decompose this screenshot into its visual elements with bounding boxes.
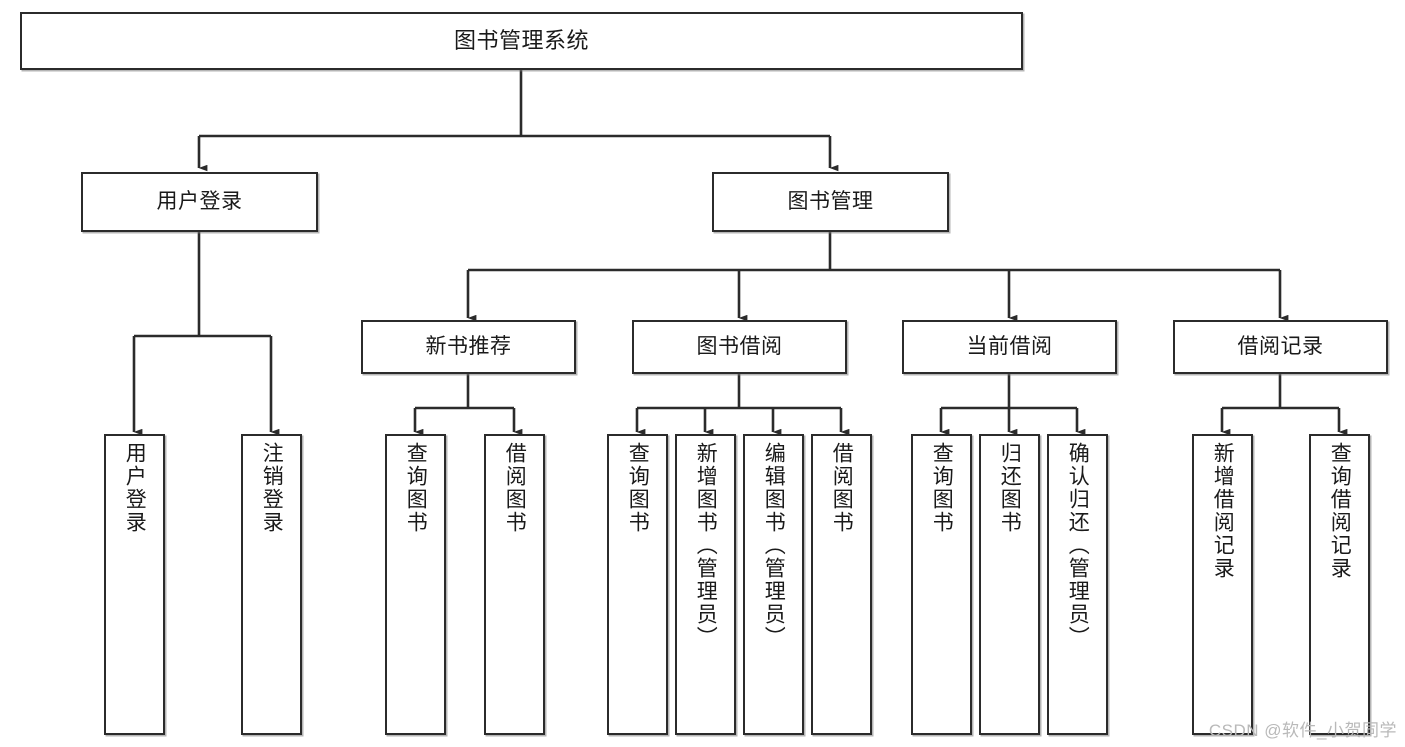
node-user-login[interactable]: 用户登录 [81, 172, 318, 232]
node-leaf-query-book-2[interactable]: 查询图书 [607, 434, 668, 735]
node-label: 编辑图书（管理员） [762, 442, 786, 649]
node-label: 图书借阅 [696, 334, 783, 358]
node-label: 查询图书 [626, 442, 650, 534]
node-book-manage[interactable]: 图书管理 [712, 172, 949, 232]
node-label: 借阅图书 [830, 442, 854, 534]
node-label: 归还图书 [998, 442, 1022, 534]
node-leaf-logout[interactable]: 注销登录 [241, 434, 302, 735]
node-leaf-edit-book[interactable]: 编辑图书（管理员） [743, 434, 804, 735]
node-leaf-query-borrow-record[interactable]: 查询借阅记录 [1309, 434, 1370, 735]
node-label: 查询借阅记录 [1328, 442, 1352, 580]
node-label: 借阅记录 [1237, 334, 1324, 358]
csdn-watermark: CSDN @软件_小贺同学 [1208, 721, 1397, 740]
node-label: 图书管理 [787, 189, 874, 213]
node-label: 查询图书 [930, 442, 954, 534]
node-leaf-add-book[interactable]: 新增图书（管理员） [675, 434, 736, 735]
node-label: 注销登录 [260, 442, 284, 534]
node-label: 新增借阅记录 [1211, 442, 1235, 580]
node-label: 确认归还（管理员） [1066, 442, 1090, 649]
node-label: 图书管理系统 [453, 28, 589, 54]
node-leaf-borrow-book-1[interactable]: 借阅图书 [484, 434, 545, 735]
node-new-book-recommendation[interactable]: 新书推荐 [361, 320, 576, 374]
node-book-borrow[interactable]: 图书借阅 [632, 320, 847, 374]
node-leaf-borrow-book-2[interactable]: 借阅图书 [811, 434, 872, 735]
node-leaf-query-book-3[interactable]: 查询图书 [911, 434, 972, 735]
node-root-book-management-system[interactable]: 图书管理系统 [20, 12, 1023, 70]
node-leaf-query-book-1[interactable]: 查询图书 [385, 434, 446, 735]
node-label: 新书推荐 [425, 334, 512, 358]
node-label: 当前借阅 [966, 334, 1053, 358]
node-leaf-confirm-return[interactable]: 确认归还（管理员） [1047, 434, 1108, 735]
node-label: 用户登录 [156, 189, 243, 213]
node-label: 借阅图书 [503, 442, 527, 534]
node-label: 新增图书（管理员） [694, 442, 718, 649]
node-leaf-add-borrow-record[interactable]: 新增借阅记录 [1192, 434, 1253, 735]
node-borrow-record[interactable]: 借阅记录 [1173, 320, 1388, 374]
node-leaf-user-login[interactable]: 用户登录 [104, 434, 165, 735]
node-label: 查询图书 [404, 442, 428, 534]
node-leaf-return-book[interactable]: 归还图书 [979, 434, 1040, 735]
node-label: 用户登录 [123, 442, 147, 534]
node-current-borrow[interactable]: 当前借阅 [902, 320, 1117, 374]
